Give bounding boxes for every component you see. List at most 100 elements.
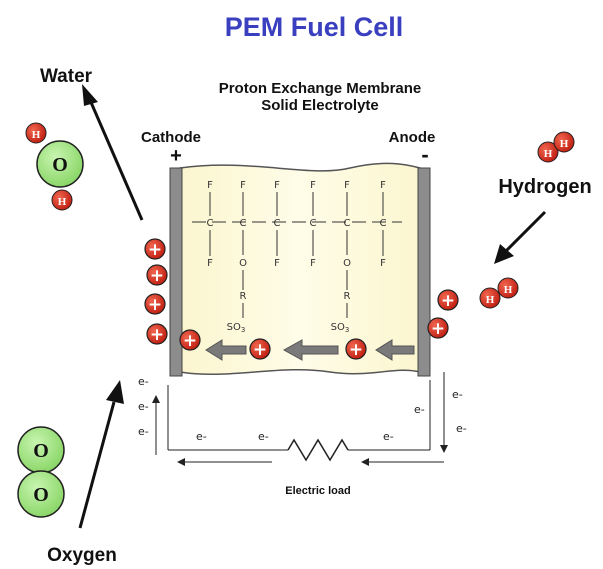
proton-flow-arrow [375,339,415,361]
proton-flow-arrows [205,339,415,361]
hydrogen-molecule-bottom: H H [479,277,519,309]
water-exit-arrow-shaft [88,99,144,221]
fluorine-atom: F [310,258,316,269]
hydrogen-atom-label: H [504,284,513,296]
hydrogen-atom-label: H [544,148,553,160]
proton-sign: + [150,325,164,345]
electron-label: e- [383,430,394,443]
cathode-label: Cathode [141,129,201,146]
hydrogen-atom-icon [537,141,559,163]
water-label: Water [40,66,93,87]
hydrogen-atom-icon [51,189,73,211]
hydrogen-atom-label: H [32,129,41,141]
sulfonate-group: SO3 [227,322,246,334]
anode-label: Anode [389,129,436,146]
oxygen-molecule: O O [17,426,65,518]
carbon-atom: C [380,218,387,229]
proton-sign: + [441,291,455,311]
proton-sign: + [253,340,267,360]
electron-label: e- [138,425,149,438]
polymer-unit-2: F C O R SO3 [227,180,247,334]
oxygen-atom-label: O [33,484,49,506]
protons: + + + + + + + + + [144,238,459,360]
proton-icon [146,264,168,286]
fluorine-atom: F [380,258,386,269]
page-title: PEM Fuel Cell [225,12,404,42]
electron-label: e- [196,430,207,443]
hydrogen-entry-arrow-shaft [503,210,547,254]
proton-icon [437,289,459,311]
hydrogen-molecule-top: H H [537,131,575,163]
oxygen-atom-label: O [33,440,49,462]
electron-label: e- [138,375,149,388]
oxygen-atom-icon [36,140,84,188]
hydrogen-entry-arrow-head [494,244,514,264]
proton-sign: + [148,295,162,315]
proton-icon [179,329,201,351]
hydrogen-atom-icon [497,277,519,299]
fluorine-atom: F [240,180,246,191]
water-exit-arrow-head [82,84,98,106]
cathode-electrode [169,167,183,377]
hydrogen-label: Hydrogen [498,176,591,198]
proton-icon [146,323,168,345]
hydrogen-atom-icon [479,287,501,309]
hydrogen-atom-label: H [560,138,569,150]
electrons: e- e- e- e- e- e- e- e- e- [138,375,467,443]
proton-icon [144,238,166,260]
side-chain-oxygen: O [343,258,351,269]
electron-label: e- [456,422,467,435]
proton-icon [144,293,166,315]
electrolyte-label: Solid Electrolyte [261,97,379,114]
electron-label: e- [138,400,149,413]
side-chain-r-group: R [240,291,247,302]
polymer-unit-5: F C O R SO3 [331,180,351,334]
membrane-label: Proton Exchange Membrane [219,80,422,97]
electron-label: e- [414,403,425,416]
oxygen-label: Oxygen [47,545,117,566]
fluorine-atom: F [207,180,213,191]
proton-icon [249,338,271,360]
fluorine-atom: F [344,180,350,191]
carbon-atom: C [207,218,214,229]
anode-minus-sign: - [421,142,428,167]
fluorine-atom: F [380,180,386,191]
carbon-atom: C [344,218,351,229]
oxygen-entry-arrow-head [106,380,124,404]
sulfonate-group: SO3 [331,322,350,334]
oxygen-entry-arrow-shaft [78,401,116,529]
proton-sign: + [431,319,445,339]
carbon-atom: C [310,218,317,229]
resistor-icon [287,438,349,462]
side-chain-r-group: R [344,291,351,302]
water-molecule: O H H [25,122,84,211]
proton-sign: + [349,340,363,360]
hydrogen-atom-label: H [58,196,67,208]
polymer-backbone: F C F F C O R SO3 F C F F C F [192,180,402,334]
proton-sign: + [183,331,197,351]
proton-icon [345,338,367,360]
proton-flow-arrow [205,339,247,361]
carbon-atom: C [240,218,247,229]
side-chain-oxygen: O [239,258,247,269]
hydrogen-atom-icon [25,122,47,144]
proton-sign: + [150,266,164,286]
proton-sign: + [148,240,162,260]
hydrogen-atom-icon [553,131,575,153]
proton-icon [427,317,449,339]
polymer-unit-6: F C F [380,180,387,269]
external-circuit [152,372,448,466]
polymer-unit-1: F C F [207,180,214,269]
hydrogen-atom-label: H [486,294,495,306]
fluorine-atom: F [310,180,316,191]
electric-load-label: Electric load [285,485,350,497]
anode-electrode [417,167,431,377]
cathode-plus-sign: + [170,145,182,167]
carbon-atom: C [274,218,281,229]
polymer-unit-3: F C F [274,180,281,269]
fluorine-atom: F [207,258,213,269]
fluorine-atom: F [274,180,280,191]
proton-flow-arrow [282,339,339,361]
fluorine-atom: F [274,258,280,269]
